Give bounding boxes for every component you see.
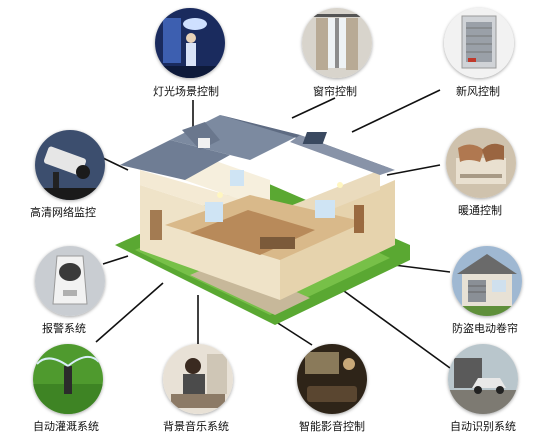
fresh-air-label: 新风控制 [456, 85, 500, 98]
alarm-label: 报警系统 [42, 322, 86, 335]
motion-sensor-icon [35, 246, 105, 316]
sprinkler-lawn-icon [33, 344, 103, 414]
lighting-scene-circle [155, 8, 225, 78]
shutter-circle [452, 246, 522, 316]
irrigation-label: 自动灌溉系统 [33, 420, 99, 433]
bg-music-circle [163, 344, 233, 414]
air-unit-icon [444, 8, 514, 78]
av-control-label: 智能影音控制 [299, 420, 365, 433]
person-listening-icon [163, 344, 233, 414]
curtain-control-label: 窗帘控制 [313, 85, 357, 98]
av-control-circle [297, 344, 367, 414]
bg-music-label: 背景音乐系统 [163, 420, 229, 433]
home-theater-icon [297, 344, 367, 414]
lighting-scene-label: 灯光场景控制 [153, 85, 219, 98]
recognition-label: 自动识别系统 [450, 420, 516, 433]
person-lit-room-icon [155, 8, 225, 78]
irrigation-circle [33, 344, 103, 414]
shutter-label: 防盗电动卷帘 [452, 322, 518, 335]
alarm-circle [35, 246, 105, 316]
hands-heating-icon [446, 128, 516, 198]
cctv-label: 高清网络监控 [30, 206, 96, 219]
rolling-shutter-house-icon [452, 246, 522, 316]
recognition-circle [448, 344, 518, 414]
fresh-air-circle [444, 8, 514, 78]
security-camera-icon [35, 130, 105, 200]
window-curtain-icon [302, 8, 372, 78]
cctv-circle [35, 130, 105, 200]
hvac-circle [446, 128, 516, 198]
hvac-label: 暖通控制 [458, 204, 502, 217]
house-cutaway-illustration [115, 115, 410, 325]
car-gate-icon [448, 344, 518, 414]
curtain-control-circle [302, 8, 372, 78]
